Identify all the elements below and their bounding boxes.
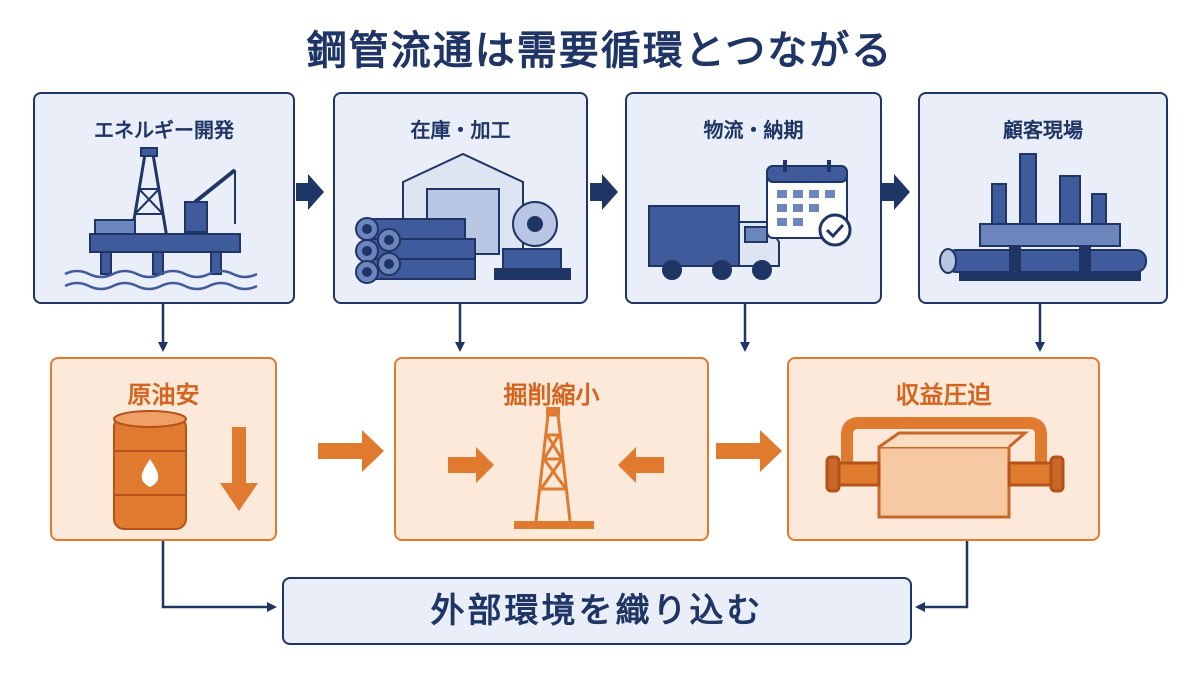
card-label: 物流・納期 bbox=[703, 118, 804, 142]
warehouse-pipes-saw-icon bbox=[355, 152, 571, 284]
card-label: 顧客現場 bbox=[1003, 118, 1083, 142]
card-energy-development: エネルギー開発 bbox=[33, 92, 295, 304]
arrow-to-bottom-left bbox=[161, 541, 277, 612]
arrow-to-bottom-right bbox=[915, 541, 969, 612]
card-label: 原油安 bbox=[127, 381, 200, 409]
card-label: 掘削縮小 bbox=[503, 381, 600, 409]
arrow-top-2 bbox=[590, 174, 618, 210]
card-inventory-processing: 在庫・加工 bbox=[333, 92, 588, 304]
arrow-mid-2 bbox=[716, 430, 782, 472]
diagram-title: 鋼管流通は需要循環とつながる bbox=[306, 28, 894, 74]
card-customer-site: 顧客現場 bbox=[918, 92, 1168, 304]
offshore-rig-icon bbox=[64, 147, 258, 291]
card-label: 在庫・加工 bbox=[410, 118, 511, 142]
card-label: エネルギー開発 bbox=[94, 118, 234, 142]
card-drilling-cut: 掘削縮小 bbox=[394, 357, 709, 541]
oil-barrel-down-icon bbox=[113, 410, 258, 530]
refinery-pipeline-icon bbox=[939, 153, 1147, 281]
clamp-box-icon bbox=[825, 417, 1065, 519]
arrow-top-1 bbox=[296, 174, 324, 210]
arrow-mid-1 bbox=[318, 430, 384, 472]
arrow-top-3 bbox=[882, 174, 910, 210]
card-profit-squeeze: 収益圧迫 bbox=[787, 357, 1100, 541]
card-oil-price-drop: 原油安 bbox=[50, 357, 277, 541]
bottom-conclusion-box: 外部環境を織り込む bbox=[282, 577, 912, 645]
card-logistics-delivery: 物流・納期 bbox=[625, 92, 882, 304]
card-label: 収益圧迫 bbox=[895, 381, 992, 409]
drilling-rig-squeeze-icon bbox=[448, 407, 664, 529]
truck-calendar-icon bbox=[648, 160, 852, 280]
